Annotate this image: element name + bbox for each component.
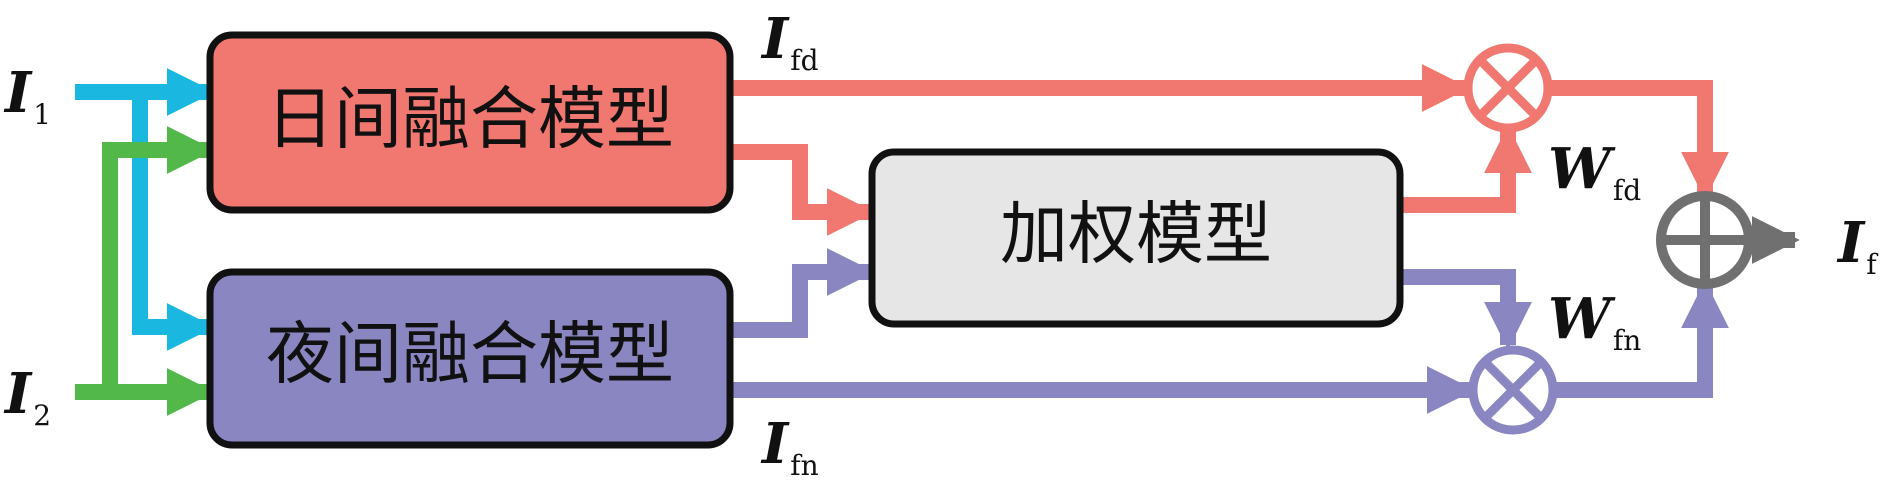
- day-fusion-model-box: 日间融合模型: [206, 31, 734, 214]
- night-output-arrows: [730, 248, 1729, 414]
- weighting-model-label: 加权模型: [1000, 196, 1272, 275]
- night-fusion-model-box: 夜间融合模型: [206, 268, 734, 449]
- day-output-arrows: [730, 64, 1729, 236]
- add-operator: [1656, 191, 1754, 289]
- output-label: If: [1836, 210, 1879, 281]
- weighting-model-box: 加权模型: [868, 148, 1404, 328]
- day-fusion-model-label: 日间融合模型: [266, 81, 674, 160]
- night-fusion-model-label: 夜间融合模型: [266, 316, 674, 395]
- input1-label: I1: [3, 60, 51, 131]
- day-weight-label: Wfd: [1548, 136, 1641, 207]
- day-output-label: Ifd: [760, 6, 819, 77]
- multiply-operator-night: [1468, 345, 1558, 435]
- input2-label: I2: [3, 361, 51, 432]
- multiply-operator-day: [1463, 43, 1553, 133]
- input1-arrows: [75, 68, 215, 351]
- night-output-label: Ifn: [760, 411, 819, 482]
- input2-arrows: [75, 126, 215, 416]
- night-weight-label: Wfn: [1548, 286, 1641, 357]
